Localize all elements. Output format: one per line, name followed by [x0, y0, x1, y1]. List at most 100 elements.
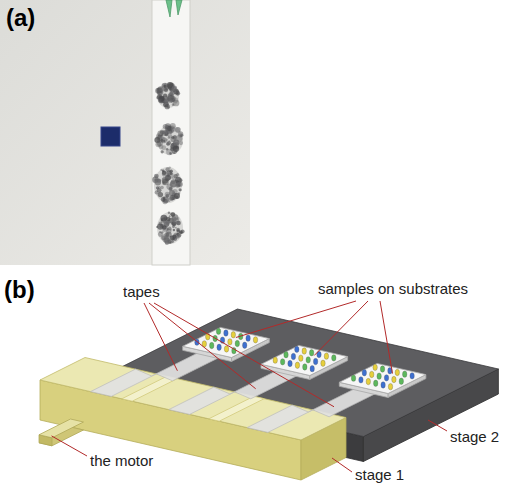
graphite-flake: [159, 96, 165, 102]
graphite-flake: [161, 145, 166, 150]
graphite-flake: [173, 146, 179, 152]
graphite-flake: [165, 104, 170, 109]
sample-flake: [299, 355, 303, 361]
graphite-flake: [170, 213, 172, 215]
sample-flake: [224, 346, 228, 352]
graphite-flake: [168, 227, 171, 230]
graphite-smudge: [157, 125, 183, 155]
sample-flake: [381, 382, 385, 388]
sample-flake: [284, 352, 288, 358]
substrate-top: [183, 327, 270, 357]
graphite-flake: [159, 231, 161, 233]
graphite-flake: [162, 225, 167, 230]
graphite-flake: [158, 192, 163, 197]
graphite-flake: [163, 124, 168, 129]
graphite-flake: [163, 140, 165, 142]
leader-lines: [52, 301, 447, 472]
graphite-flake: [167, 174, 170, 177]
sample-flake: [217, 344, 221, 350]
tape-strip: [152, 0, 190, 265]
graphite-flake: [173, 140, 179, 146]
graphite-flake: [169, 197, 173, 201]
panel-letter: (b): [4, 276, 35, 304]
graphite-flake: [177, 182, 179, 184]
graphite-flake: [165, 132, 168, 135]
graphite-smudge: [157, 212, 183, 244]
graphite-flake: [169, 94, 171, 96]
sample-flake: [306, 357, 310, 363]
sample-flake: [332, 355, 336, 361]
part-label: stage 1: [355, 466, 404, 483]
sample-flake: [373, 364, 377, 370]
graphite-flake: [172, 225, 175, 228]
graphite-flake: [170, 172, 173, 175]
graphite-flake: [161, 215, 168, 222]
sample-flake: [235, 340, 239, 346]
sample-flake: [253, 337, 257, 343]
graphite-flake: [170, 100, 173, 103]
leader-line: [428, 420, 447, 431]
sample-flake: [273, 357, 277, 363]
graphite-flake: [161, 92, 163, 94]
graphite-flake: [172, 104, 174, 106]
graphite-flake: [170, 123, 176, 129]
sample-flake: [295, 362, 299, 368]
graphite-flake: [169, 187, 173, 191]
graphite-flake: [166, 195, 168, 197]
graphite-smudge: [154, 167, 182, 203]
part-label: tapes: [123, 283, 160, 300]
leader-line: [52, 436, 87, 456]
sample-flake: [224, 330, 228, 336]
leader-line: [154, 303, 334, 407]
sample-flake: [302, 348, 306, 354]
sample-flake: [370, 371, 374, 377]
graphite-flake: [179, 188, 182, 191]
leader-line: [149, 303, 256, 389]
sample-flake: [216, 328, 220, 334]
graphite-flake: [161, 134, 163, 136]
graphite-flake: [166, 149, 173, 156]
part-label: samples on substrates: [318, 280, 468, 297]
graphite-flake: [170, 181, 177, 188]
sample-flake: [228, 339, 232, 345]
sample-flake: [291, 353, 295, 359]
sample-flake: [324, 353, 328, 359]
sample-flake: [246, 335, 250, 341]
graphite-flake: [178, 131, 183, 136]
leader-line: [314, 301, 368, 356]
graphite-flake: [169, 215, 171, 217]
graphite-flake: [170, 148, 173, 151]
sample-flake: [231, 332, 235, 338]
graphite-flake: [173, 229, 175, 231]
graphite-flake: [172, 177, 175, 180]
graphite-flake: [164, 85, 167, 88]
sample-flake: [388, 383, 392, 389]
graphite-flake: [162, 83, 166, 87]
sample-flake: [280, 359, 284, 365]
substrate-chip: [101, 127, 120, 146]
tweezer-tip: [176, 0, 182, 15]
graphite-flake: [171, 136, 174, 139]
sample-flake: [403, 371, 407, 377]
sample-flake: [380, 366, 384, 372]
graphite-flake: [166, 142, 169, 145]
graphite-flake: [177, 93, 179, 95]
photo-panel: [0, 0, 250, 265]
substrate-top: [261, 345, 348, 375]
sample-flake: [210, 342, 214, 348]
graphite-flake: [154, 174, 159, 179]
graphite-flake: [180, 189, 182, 191]
graphite-flake: [171, 240, 174, 243]
graphite-flake: [170, 129, 173, 132]
graphite-flake: [166, 125, 168, 127]
sample-flake: [321, 360, 325, 366]
graphite-flake: [161, 234, 167, 240]
panel-letter: (a): [6, 4, 35, 32]
graphite-flake: [164, 88, 168, 92]
graphite-flake: [177, 234, 181, 238]
graphite-flake: [157, 188, 162, 193]
substrate-top: [339, 363, 426, 393]
graphite-flake: [164, 129, 168, 133]
sample-flake: [313, 358, 317, 364]
motor-rod-top: [39, 419, 84, 438]
